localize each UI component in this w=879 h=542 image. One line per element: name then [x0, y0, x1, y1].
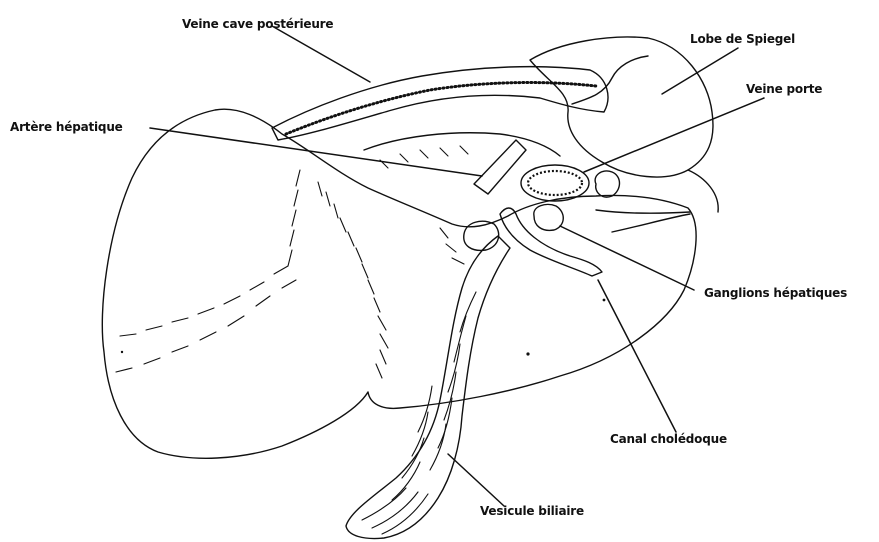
right-notch	[596, 210, 690, 232]
ganglion-1	[595, 171, 619, 197]
portal-vein-outer	[521, 165, 589, 201]
gall-bladder-hatching	[362, 292, 476, 534]
caudate-process	[688, 170, 718, 212]
label-artere-hepatique: Artère hépatique	[10, 120, 123, 134]
ganglion-2	[534, 204, 563, 230]
hepatic-artery	[474, 140, 526, 194]
dot-1	[526, 352, 529, 355]
label-lobe-spiegel: Lobe de Spiegel	[690, 32, 795, 46]
liver-outline	[102, 109, 696, 458]
leader-veine-cave	[272, 26, 370, 82]
leader-veine-porte	[584, 98, 764, 172]
label-ganglions: Ganglions hépatiques	[704, 286, 847, 300]
bile-duct	[500, 208, 602, 276]
leader-spiegel	[662, 48, 738, 94]
leader-vesicule	[448, 454, 504, 506]
leader-ganglions	[560, 226, 694, 290]
label-veine-cave: Veine cave postérieure	[182, 17, 333, 31]
dot-2	[603, 299, 606, 302]
label-veine-porte: Veine porte	[746, 82, 822, 96]
gall-bladder	[346, 236, 510, 539]
vena-cava-outer	[272, 67, 608, 140]
label-canal: Canal cholédoque	[610, 432, 727, 446]
lobe-hatching	[116, 146, 468, 378]
portal-vein-inner	[528, 171, 582, 195]
porta-edge	[364, 133, 560, 156]
spiegel-inner	[572, 56, 648, 104]
label-vesicule: Vesicule biliaire	[480, 504, 584, 518]
dot-3	[121, 351, 123, 353]
